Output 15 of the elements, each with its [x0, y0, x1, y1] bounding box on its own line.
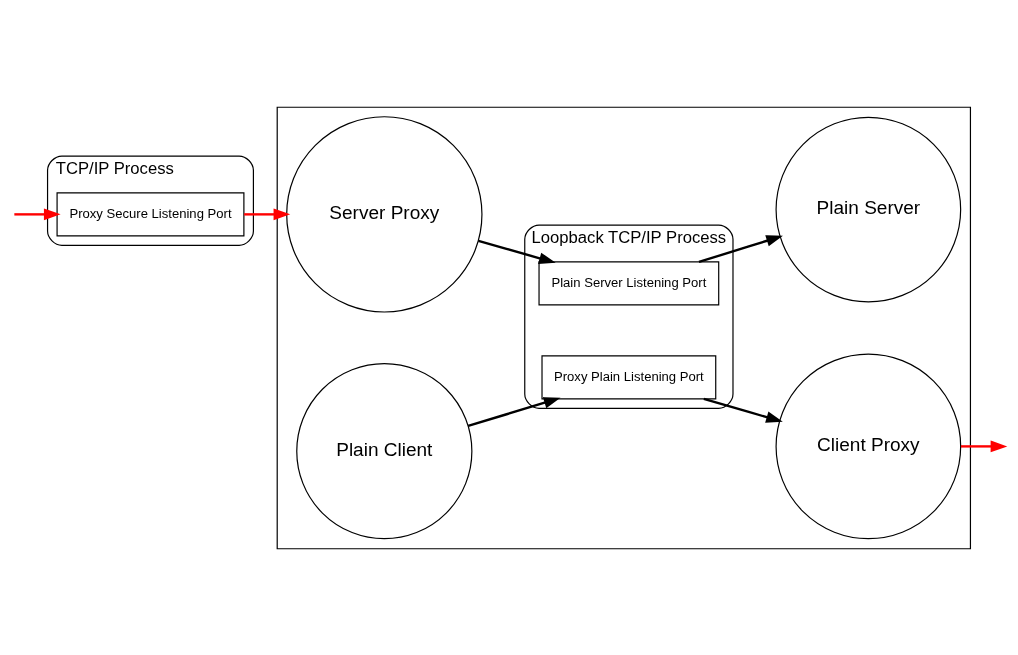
arrow	[467, 396, 561, 427]
node-circle: Plain Client	[296, 362, 473, 539]
node-circle: Server Proxy	[286, 115, 483, 313]
node-box: Proxy Plain Listening Port	[541, 354, 717, 399]
node-box: Plain Server Listening Port	[538, 260, 720, 305]
node-circle: Client Proxy	[775, 353, 962, 539]
node-circle: Plain Server	[775, 116, 962, 302]
node-box: Proxy Secure Listening Port	[56, 191, 245, 236]
arrow	[960, 440, 1008, 452]
arrow	[244, 208, 291, 220]
arrow	[14, 208, 61, 220]
arrow	[698, 234, 783, 263]
arrow	[478, 239, 556, 264]
arrow	[703, 397, 783, 423]
cluster	[276, 106, 972, 549]
